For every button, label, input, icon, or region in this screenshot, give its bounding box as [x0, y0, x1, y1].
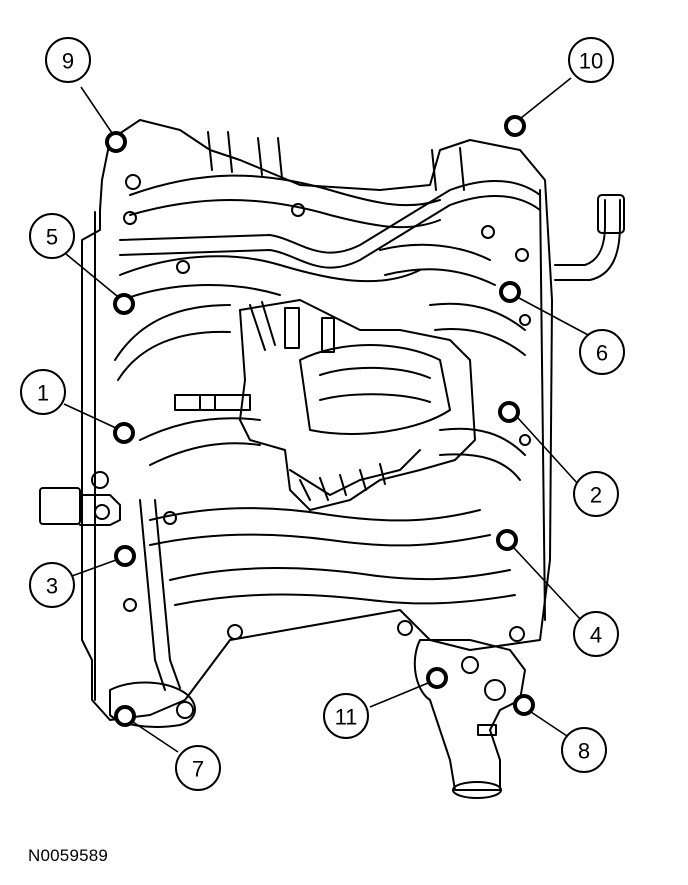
left-vertical-hose — [139, 499, 181, 691]
bolt-3 — [114, 545, 136, 567]
manifold-housing — [81, 119, 553, 721]
callout-11-circle — [323, 693, 369, 739]
callout-10-label: 10 — [579, 49, 603, 74]
callout-1-circle — [20, 369, 66, 415]
intake-runners-right — [379, 243, 526, 481]
bolt-6 — [499, 281, 521, 303]
misc-studs — [123, 174, 531, 612]
crossover-hose — [119, 179, 625, 281]
figure-code: N0059589 — [28, 846, 109, 865]
callout-2-label: 2 — [590, 483, 602, 508]
callout-8-label: 8 — [578, 739, 590, 764]
callout-9-label: 9 — [62, 49, 74, 74]
callout-11-label: 11 — [335, 705, 358, 730]
bolt-7 — [114, 705, 136, 727]
thermostat-housing — [413, 639, 526, 799]
callout-3-circle — [29, 562, 75, 608]
bolt-2 — [498, 401, 520, 423]
callout-4-circle — [573, 611, 619, 657]
intake-runners-left — [114, 174, 516, 606]
throttle-body-assembly — [174, 299, 476, 511]
callout-10-circle — [568, 37, 614, 83]
callout-4-label: 4 — [590, 623, 602, 648]
callout-9-circle — [45, 37, 91, 83]
callout-7-circle — [175, 745, 221, 791]
callout-8-circle — [561, 727, 607, 773]
bolt-11 — [426, 667, 448, 689]
bolt-10 — [504, 115, 526, 137]
callout-7-label: 7 — [192, 757, 204, 782]
lower-flange — [109, 620, 525, 728]
leader-lines — [63, 77, 591, 753]
callout-3-label: 3 — [46, 574, 58, 599]
callout-2-circle — [573, 471, 619, 517]
bolt-1 — [113, 422, 135, 444]
bolt-8 — [513, 694, 535, 716]
bolt-4 — [496, 529, 518, 551]
callout-6-label: 6 — [596, 341, 608, 366]
left-sensor-connector — [39, 471, 121, 526]
callout-5-label: 5 — [46, 225, 58, 250]
callout-6-circle — [579, 329, 625, 375]
callout-1-label: 1 — [37, 381, 49, 406]
bolt-9 — [105, 131, 127, 153]
callout-5-circle — [29, 213, 75, 259]
bolt-5 — [113, 293, 135, 315]
